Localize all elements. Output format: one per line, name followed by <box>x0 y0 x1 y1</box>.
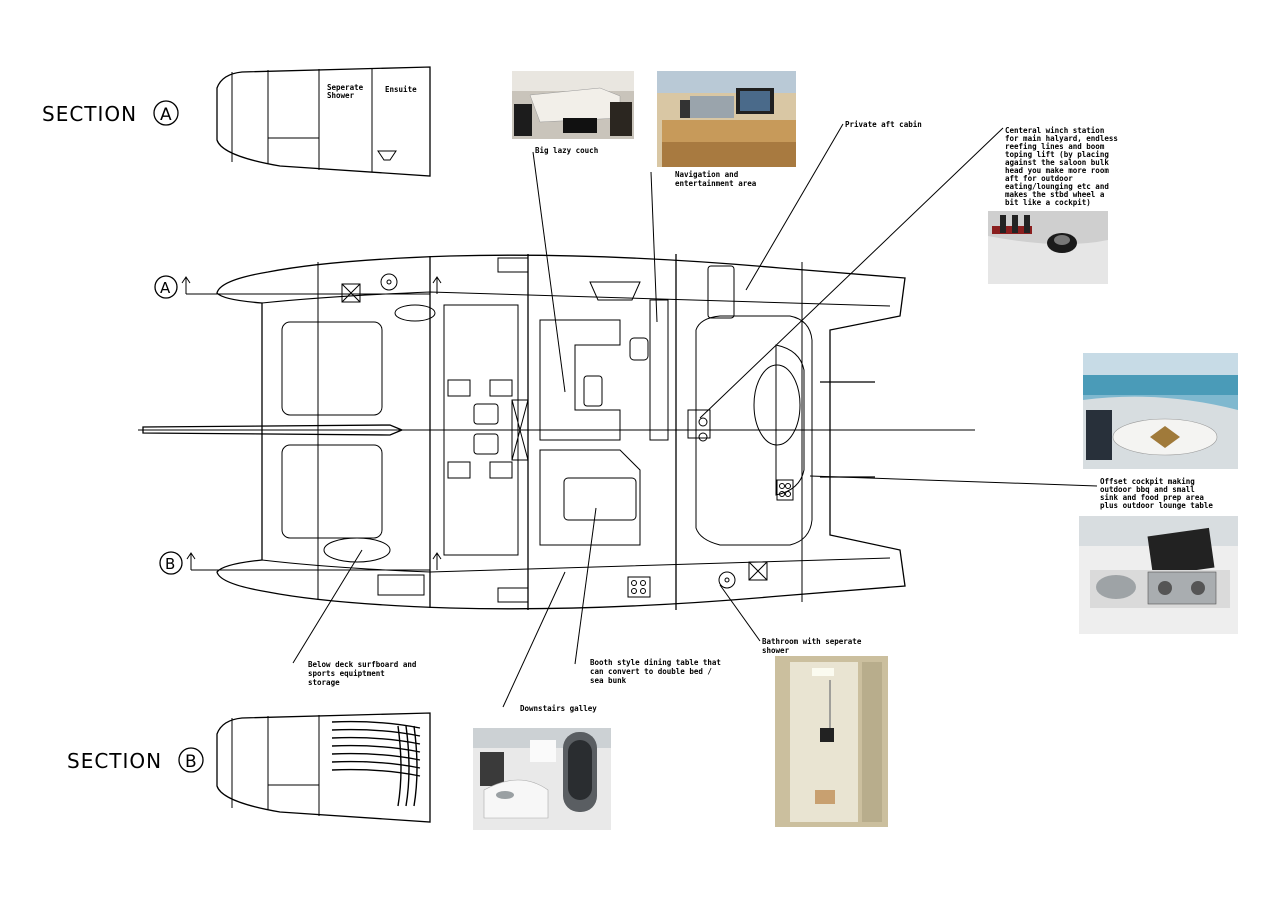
dining-label-line3: sea bunk <box>590 676 627 685</box>
shower-photo <box>775 656 888 827</box>
cockpit-label-line: sink and food prep area <box>1100 493 1204 502</box>
storage-label-line1: Below deck surfboard and <box>308 660 416 669</box>
section-b-marker-letter: B <box>165 555 175 573</box>
section-a-shower-line2: Shower <box>327 91 355 100</box>
winch-label-line: for main halyard, endless <box>1005 134 1118 143</box>
section-b-title: SECTION <box>67 749 162 773</box>
section-a-shower-line1: Seperate <box>327 83 364 92</box>
section-b-drawing: SECTION B <box>67 712 431 823</box>
hull-outline <box>216 254 906 610</box>
cockpit-label-line: Offset cockpit making <box>1100 477 1195 486</box>
winch-label: Centeral winch station for main halyard,… <box>1005 126 1118 207</box>
catamaran-plan: A B <box>138 254 975 610</box>
section-a-letter: A <box>160 105 172 125</box>
section-a-title: SECTION <box>42 102 137 126</box>
dining-label-line2: can convert to double bed / <box>590 667 712 676</box>
section-a-marker: A <box>154 275 442 299</box>
nav-label-line2: entertainment area <box>675 179 757 188</box>
dining-label-line1: Booth style dining table that <box>590 658 721 667</box>
winch-label-line: aft for outdoor <box>1005 174 1073 183</box>
winch-label-line: against the saloon bulk <box>1005 158 1109 167</box>
cockpit-label-line: outdoor bbq and small <box>1100 485 1195 494</box>
bathroom-label-line1: Bathroom with seperate <box>762 637 862 646</box>
galley-label: Downstairs galley <box>520 704 597 713</box>
storage-label-line3: storage <box>308 678 340 687</box>
bowsprit <box>142 424 404 436</box>
winch-label-line: makes the stbd wheel a <box>1005 190 1105 199</box>
couch-photo <box>512 71 634 139</box>
couch-label: Big lazy couch <box>535 146 598 155</box>
section-a-outline <box>216 66 431 177</box>
leader-lines <box>292 123 1098 708</box>
nav-label-line1: Navigation and <box>675 170 738 179</box>
section-a-drawing: SECTION A Seperate Shower Ensuite <box>42 66 431 177</box>
cockpit-photo <box>1083 353 1238 469</box>
winch-label-line: bit like a cockpit) <box>1005 198 1091 207</box>
storage-label-line2: sports equiptment <box>308 669 385 678</box>
section-a-basin <box>377 150 397 161</box>
section-b-circle <box>178 747 204 773</box>
section-b-marker: B <box>159 551 442 575</box>
winch-label-line: toping lift (by placing <box>1005 150 1109 159</box>
winch-label-line: Centeral winch station <box>1005 126 1104 135</box>
section-a-marker-letter: A <box>160 279 171 297</box>
winch-photo <box>988 211 1108 284</box>
bbq-sink-photo <box>1079 516 1238 634</box>
winch-label-line: head you make more room <box>1005 166 1109 175</box>
section-a-circle <box>153 100 179 126</box>
aft-cabin-label: Private aft cabin <box>845 120 922 129</box>
section-b-surfboards <box>331 720 421 807</box>
cockpit-label-line: plus outdoor lounge table <box>1100 501 1213 510</box>
winch-label-line: eating/lounging etc and <box>1005 182 1109 191</box>
bathroom-label-line2: shower <box>762 646 790 655</box>
navigation-photo <box>657 71 796 167</box>
galley-photo <box>473 728 611 830</box>
section-b-letter: B <box>185 752 197 772</box>
section-a-ensuite: Ensuite <box>385 85 417 94</box>
winch-label-line: reefing lines and boom <box>1005 142 1105 151</box>
cockpit-label: Offset cockpit making outdoor bbq and sm… <box>1100 477 1213 510</box>
